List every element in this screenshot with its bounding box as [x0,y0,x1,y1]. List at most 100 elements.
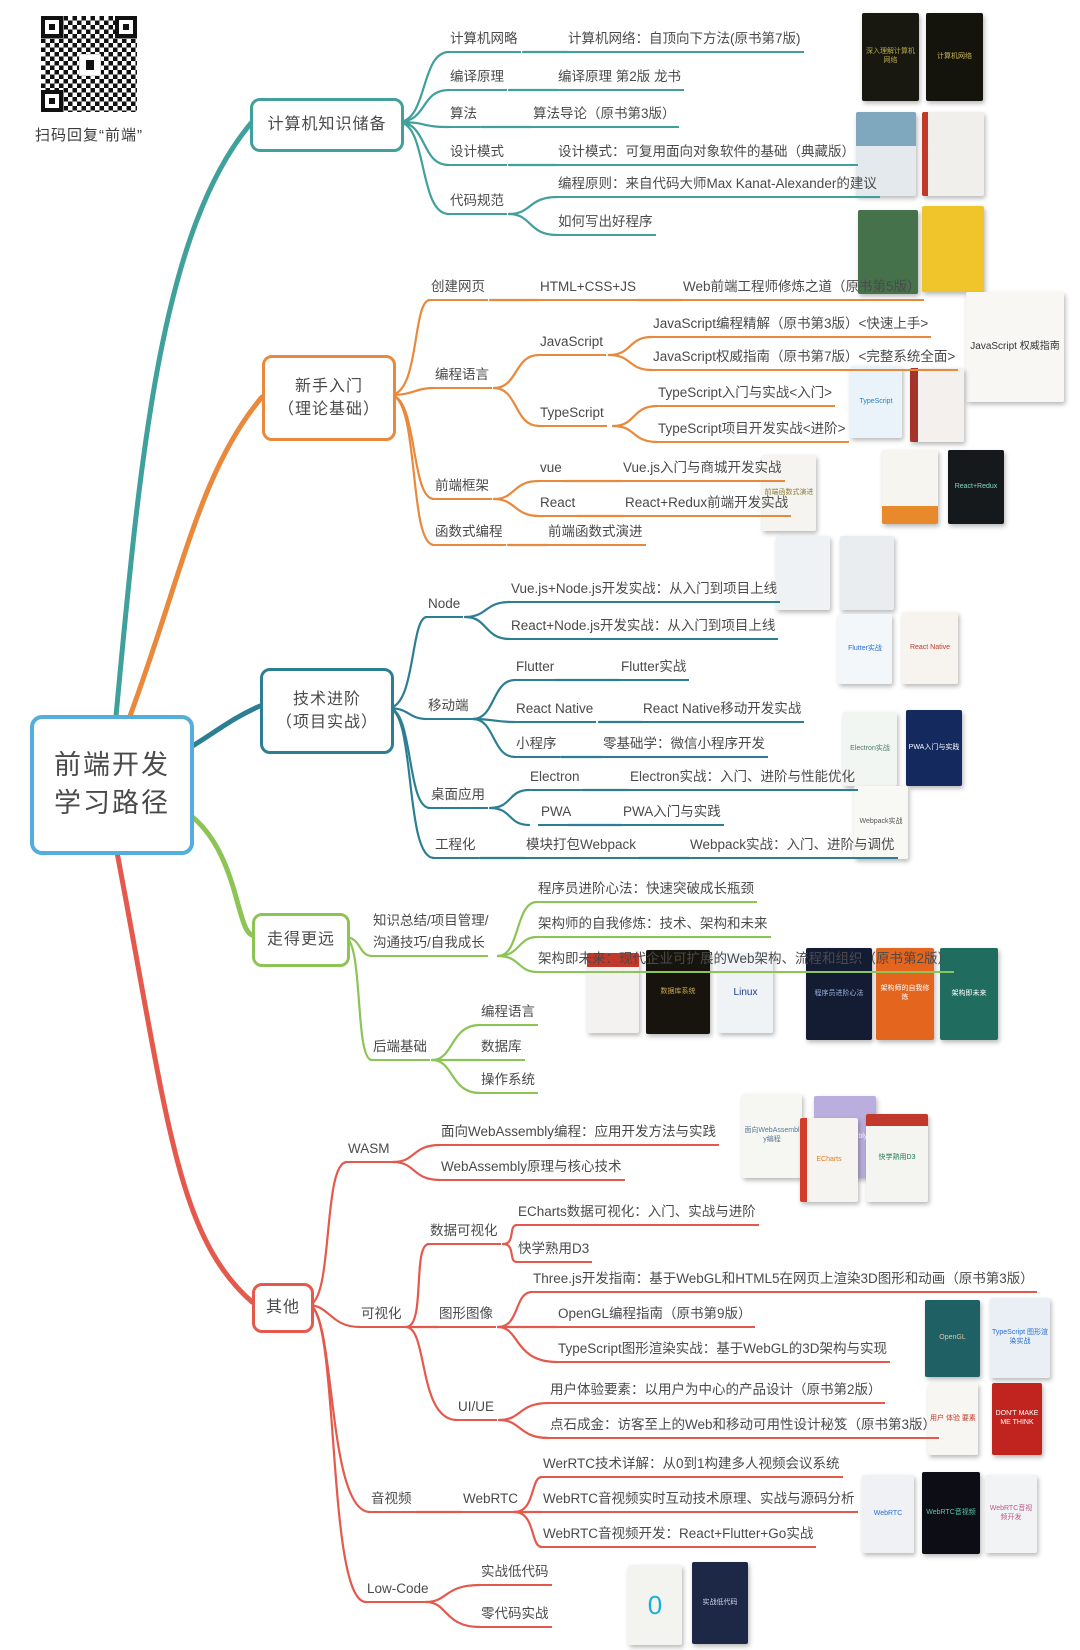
branch-connector [424,1600,482,1629]
topic-label: 音视频 [368,1490,415,1513]
book-cover [882,450,938,524]
book-cover: 架构师的自我修炼 [876,948,934,1040]
qr-caption: 扫码回复“前端” [35,127,143,144]
topic-label: 函数式编程 [432,523,506,546]
topic-label: 知识总结/项目管理/ [373,913,489,928]
branch-connector [507,212,559,237]
branch-connector [306,1160,349,1307]
branch-connector [113,844,255,1305]
book-cover-text: Flutter实战 [848,644,882,652]
book-cover: 用户 体验 要素 [928,1383,978,1455]
topic-label: 编程语言 [478,1003,538,1026]
branch-connector [611,424,659,444]
topic-node-beginner[interactable]: 新手入门（理论基础） [262,355,396,441]
book-cover-text: OpenGL [939,1334,966,1342]
book-cover [910,368,964,442]
book-cover-text: TypeScript [859,397,893,405]
book-cover-text: WebRTC音视频开发 [989,1505,1033,1521]
topic-label: 沟通技巧/自我成长 [370,934,488,957]
topic-label: 前端框架 [432,477,492,500]
book-title-label: JavaScript编程精解（原书第3版）<快速上手> [650,315,932,338]
book-title-label: 用户体验要素：以用户为中心的产品设计（原书第2版） [547,1381,885,1404]
topic-label: Flutter [513,658,558,681]
book-cover: 计算机网络 [926,13,983,101]
topic-node-advanced[interactable]: 技术进阶（项目实战） [260,668,394,754]
qr-center-logo-icon [79,54,101,76]
topic-node-computer-knowledge[interactable]: 计算机知识储备 [250,98,404,152]
book-cover: React Native [902,612,958,684]
book-cover-text: 实战低代码 [702,1598,738,1606]
book-title-label: WerRTC技术详解：从0到1构建多人视频会议系统 [540,1455,843,1478]
book-title-label: TypeScript入门与实战<入门> [655,384,836,407]
branch-connector [492,353,541,390]
book-title-label: Web前端工程师修炼之道（原书第5版） [680,278,924,301]
branch-connector [113,119,255,719]
branch-connector [496,1325,559,1364]
qr-finder-icon [115,16,137,38]
topic-label: 编译原理 [447,68,507,91]
topic-label: Node [425,595,464,618]
book-cover: 前端函数式演进 [762,455,816,531]
topic-node-root[interactable]: 前端开发学习路径 [30,715,194,855]
branch-connector [404,1325,459,1422]
branch-connector [396,88,451,124]
topic-label: JavaScript [537,333,607,356]
topic-node-label: （理论基础） [277,401,380,418]
book-cover-text: 用户 体验 要素 [930,1414,976,1422]
book-cover-text: React+Redux [954,482,998,490]
book-title-label: 架构师的自我修炼：技术、架构和未来 [535,915,771,938]
book-cover-text: PWA入门与实践 [908,743,960,751]
topic-label: WASM [345,1140,393,1163]
branch-connector [492,497,541,518]
book-cover [840,536,894,610]
topic-node-go-further[interactable]: 走得更远 [252,913,350,967]
topic-label: 图形图像 [436,1305,496,1328]
topic-label: 可视化 [358,1305,405,1328]
topic-label: React Native [513,700,597,723]
book-cover [922,206,984,292]
branch-connector [391,1143,442,1164]
book-cover: ECharts [800,1118,858,1202]
book-title-label: WebRTC音视频实时互动技术原理、实战与源码分析 [540,1490,858,1513]
book-cover: Webpack实战 [854,786,908,859]
branch-connector [386,615,429,710]
topic-node-label: （项目实战） [275,714,378,731]
branch-connector [471,717,517,759]
book-title-label: 面向WebAssembly编程：应用开发方法与实践 [438,1123,720,1146]
book-cover [587,953,639,1033]
book-title-label: Electron实战：入门、进阶与性能优化 [627,768,859,791]
book-cover-text: 计算机网络 [937,52,972,60]
book-cover: 快学熟用D3 [866,1114,928,1202]
book-title-label: ECharts数据可视化：入门、实战与进阶 [515,1203,759,1226]
book-title-label: 实战低代码 [478,1563,552,1586]
book-title-label: OpenGL编程指南（原书第9版） [555,1305,755,1328]
book-cover: WebRTC [862,1475,914,1553]
branch-connector [488,806,531,827]
branch-connector [127,394,265,719]
branch-connector [388,393,436,547]
topic-label: vue [537,459,565,482]
topic-label: React [537,494,579,517]
book-cover-text: 程序员进阶心法 [814,989,864,997]
book-cover-text: React Native [909,643,951,651]
topic-label: 移动端 [425,697,472,720]
branch-connector [386,706,436,860]
book-title-label: WebAssembly原理与核心技术 [438,1158,625,1181]
book-title-label: Flutter实战 [618,658,690,681]
book-cover: 数据库系统 [646,950,710,1034]
branch-connector [396,50,451,124]
branch-connector [496,935,539,958]
topic-label: 编程语言 [432,366,492,389]
branch-connector [388,393,436,501]
topic-label: 创建网页 [428,278,488,301]
book-title-label: TypeScript图形渲染实战：基于WebGL的3D架构与实现 [555,1340,891,1363]
book-cover: Flutter实战 [838,614,892,684]
topic-node-others[interactable]: 其他 [252,1283,314,1333]
book-cover: 架构即未来 [940,948,998,1040]
book-cover: TypeScript [850,366,902,438]
branch-connector [492,479,541,501]
branch-connector [306,1303,362,1329]
book-title-label: 程序员进阶心法：快速突破成长瓶颈 [535,880,757,903]
book-cover-text: DON'T MAKE ME THINK [995,1410,1039,1426]
